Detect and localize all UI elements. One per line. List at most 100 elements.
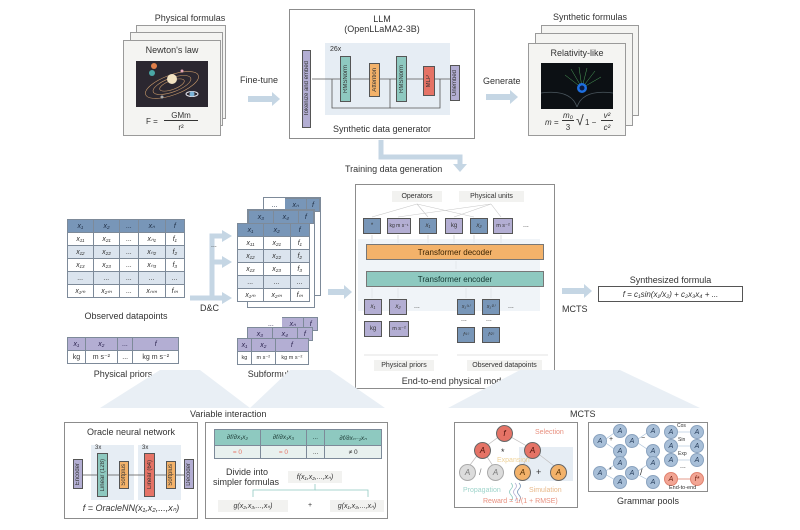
tree-node: A [550, 464, 567, 481]
generate-arrow [486, 90, 518, 104]
token-unit: kg [445, 218, 463, 234]
token-ellipsis: ... [523, 222, 529, 229]
data-token-f2: f⁽²⁾ [482, 327, 500, 343]
grammar-node: A [593, 466, 607, 480]
physical-priors-label: Physical priors [374, 360, 434, 371]
end-to-end-label: End-to-end [669, 485, 697, 491]
grammar-pools-caption: Grammar pools [616, 496, 679, 506]
mcts-tree-panel: f A * A A / A A + A Selection Expansion … [454, 422, 578, 508]
grammar-ellipsis: ... [680, 463, 686, 470]
grammar-node: A [625, 466, 639, 480]
grammar-node-end: A [664, 472, 678, 486]
llm-caption: Synthetic data generator [332, 124, 432, 134]
physical-units-label: Physical units [459, 191, 524, 202]
propagation-label: Propagation [463, 487, 501, 494]
llm-panel: LLM (OpenLLaMA2-3B) 26x Tokenize and emb… [289, 9, 475, 139]
relativity-formula: m = m₀ 3 √ 1 − v² c² [545, 111, 625, 135]
llm-title: LLM [373, 14, 391, 24]
encoder-block: Encoder [73, 459, 83, 489]
observed-datapoints-caption: Observed datapoints [84, 311, 168, 321]
divide-text-line1: Divide into [225, 467, 269, 477]
operators-label: Operators [392, 191, 442, 202]
softplus-block: Softplus [166, 461, 176, 489]
binary-op-plus: + [609, 436, 614, 443]
data-token-ellipsis: ... [508, 303, 514, 310]
grammar-node: A [690, 439, 704, 453]
grammar-node: A [690, 453, 704, 467]
tree-node: A [474, 442, 491, 459]
tree-node: A [524, 442, 541, 459]
ellipsis: ...... [551, 29, 563, 36]
physical-formulas-title: Physical formulas [154, 13, 226, 23]
softplus-block: Softplus [119, 461, 129, 489]
subformulas-caption: Subformulas [247, 369, 299, 379]
derivatives-panel: ∂f/∂x₁x₂ ∂f/∂x₁x₃ ... ∂f/∂xₙ₋₁xₙ = 0 = 0… [205, 422, 388, 519]
mcts-title: MCTS [570, 409, 596, 419]
reward-formula: Reward = 1/(1 + RMSE) [483, 498, 558, 505]
llm-model-name: (OpenLLaMA2-3B) [344, 24, 420, 34]
data-token-vellipsis: ... [461, 316, 467, 323]
tree-root-node: f [496, 425, 513, 442]
llm-connectors [312, 78, 458, 109]
simulation-label: Simulation [529, 487, 562, 494]
prior-token-kg: kg [364, 321, 382, 337]
grammar-node: A [664, 425, 678, 439]
grammar-node: A [613, 475, 627, 489]
binary-op-multiply: * [609, 467, 612, 474]
end-to-end-model-panel: Operators Physical units * kg m s⁻¹ x₁ k… [355, 184, 555, 389]
table-row: = 0 = 0 ... ≠ 0 [214, 445, 382, 459]
repeat-count: 3x [142, 445, 149, 451]
grammar-node: A [646, 456, 660, 470]
black-hole-image [541, 63, 613, 109]
unary-op-cos: Cos [677, 423, 686, 429]
dc-split-arrows [190, 230, 232, 304]
token-variable: x₂ [470, 218, 488, 234]
synthesized-formula-title: Synthesized formula [629, 275, 712, 285]
linear-64-block: Linear (64) [144, 453, 155, 497]
prior-token-x1: x₁ [364, 299, 382, 315]
prior-token-unit: m s⁻² [389, 321, 409, 337]
mlp-block: MLP [423, 66, 435, 96]
variable-interaction-title: Variable interaction [190, 409, 267, 419]
grammar-node: A [664, 439, 678, 453]
tree-node: A [514, 464, 531, 481]
data-token-x1-1: x₁⁽¹⁾ [457, 299, 475, 315]
token-operator-multiply: * [363, 218, 381, 234]
tree-node: A [459, 464, 476, 481]
g-expression-2: g(x₁,x₃,...,xₙ) [330, 500, 384, 512]
grammar-node: A [646, 475, 660, 489]
repeat-count: 26x [330, 46, 342, 53]
grammar-node: A [613, 424, 627, 438]
card-title: Newton's law [145, 45, 199, 55]
plus-sign: + [308, 502, 313, 509]
mcts-arrow-label: MCTS [562, 304, 588, 314]
unembed-block: Unembed [450, 65, 460, 101]
derivative-table: ∂f/∂x₁x₂ ∂f/∂x₁x₃ ... ∂f/∂xₙ₋₁xₙ = 0 = 0… [214, 429, 382, 459]
grammar-pools-panel: A + A A A − A A A * A A A / A A A Cos A … [588, 422, 708, 492]
subformulas-to-model-arrow [328, 285, 352, 299]
unary-op-sin: Sin [678, 437, 686, 443]
linear-128-block: Linear (128) [97, 453, 108, 497]
table-row: ......... [237, 275, 311, 289]
data-token-f1: f⁽¹⁾ [457, 327, 475, 343]
g-expression-1: g(x₂,x₃,...,xₙ) [218, 500, 288, 512]
decoder-block: Decoder [184, 459, 194, 489]
binary-op-divide: / [640, 467, 643, 477]
oracle-nn-panel: Oracle neural network 3x 3x Encoder Line… [64, 422, 198, 519]
grammar-node: A [625, 434, 639, 448]
selection-label: Selection [535, 429, 564, 436]
